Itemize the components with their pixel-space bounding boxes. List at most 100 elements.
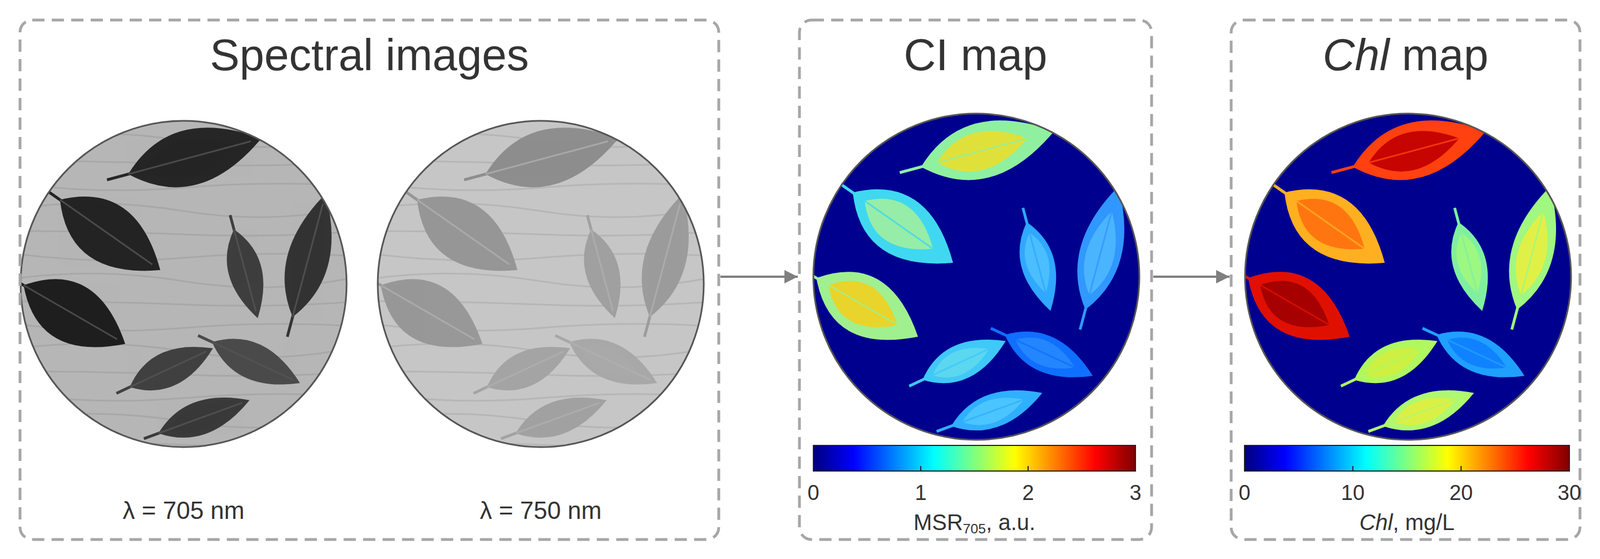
- leaf: [624, 188, 703, 342]
- leaf-stem: [144, 432, 161, 439]
- axis-label: Chl, mg/L: [1359, 509, 1455, 535]
- leaf-blade: [478, 111, 626, 201]
- dashed-border: [799, 20, 1152, 540]
- leaf: [901, 324, 1014, 402]
- map-outline: [20, 120, 347, 447]
- leaf-blade: [510, 384, 613, 449]
- leaf: [892, 104, 1061, 200]
- leaf-midrib: [417, 199, 510, 265]
- leaf-stem: [899, 166, 923, 173]
- spectral-map: [0, 111, 347, 454]
- tick-label: 20: [1449, 481, 1473, 505]
- leaf-midrib: [922, 343, 1000, 380]
- leaf-blade: [835, 168, 970, 287]
- leaf: [1491, 180, 1570, 335]
- leaf-midrib: [1383, 394, 1468, 426]
- leaf: [1006, 203, 1067, 315]
- leaf-stem: [1368, 425, 1386, 432]
- leaf-stem: [364, 275, 383, 286]
- leaf-midrib: [1026, 221, 1049, 304]
- leaf-stem: [1331, 166, 1355, 173]
- leaf-midrib: [485, 141, 609, 175]
- wavelength-label: λ = 705 nm: [122, 496, 245, 524]
- colorbar: [1244, 445, 1570, 471]
- leaf-midrib: [128, 141, 251, 175]
- leaf-midrib: [852, 192, 946, 258]
- leaf-blade: [801, 252, 933, 362]
- leaf: [1414, 311, 1533, 392]
- leaf-stem: [1422, 328, 1439, 336]
- leaf-midrib: [1354, 343, 1431, 380]
- leaf-blade: [366, 259, 498, 369]
- leaf-midrib: [591, 229, 614, 311]
- leaf-midrib: [569, 341, 650, 380]
- flow-arrow: [720, 275, 798, 278]
- leaf-stem: [800, 268, 819, 279]
- leaf: [214, 210, 274, 323]
- leaf-stem: [1023, 207, 1028, 224]
- leaf-blade: [400, 175, 535, 294]
- leaf-stem: [587, 214, 592, 231]
- leaf-interior: [60, 191, 152, 273]
- map-outline: [813, 113, 1140, 440]
- leaf: [349, 250, 498, 370]
- leaf-blade: [479, 332, 578, 403]
- tick-label: 30: [1557, 481, 1582, 505]
- leaf: [983, 311, 1101, 392]
- leaf-midrib: [234, 229, 256, 311]
- leaf-interior: [417, 191, 510, 273]
- colorbar-tick: [1568, 465, 1570, 471]
- colorbar-tick: [1027, 465, 1029, 471]
- tick-label: 10: [1341, 481, 1365, 505]
- leaf: [1217, 243, 1365, 363]
- leaf: [384, 164, 535, 294]
- leaf: [466, 332, 578, 409]
- leaf-midrib: [380, 284, 474, 339]
- leaf-stem: [7, 275, 26, 286]
- leaf: [495, 384, 612, 454]
- tick-label: 0: [1238, 481, 1251, 505]
- leaf: [1362, 377, 1480, 447]
- leaf-stem: [1511, 307, 1518, 330]
- leaf-blade: [1377, 377, 1480, 442]
- paper-texture: [377, 441, 704, 446]
- leaf: [1324, 104, 1493, 200]
- leaf-stem: [1231, 268, 1251, 279]
- panel-title: Chl map: [1229, 29, 1582, 81]
- leaf-blade: [1429, 318, 1533, 392]
- leaf-blade: [272, 188, 347, 323]
- leaf-stem: [644, 314, 651, 337]
- dashed-border: [20, 20, 719, 540]
- tick-label: 3: [1129, 481, 1142, 505]
- leaf-midrib: [1517, 196, 1548, 310]
- leaf-stem: [198, 335, 215, 343]
- leaf: [137, 384, 255, 454]
- leaf-blade: [121, 111, 269, 201]
- leaf-blade: [42, 175, 177, 294]
- panel-box: Chl map 0 10 20 30Chl, mg/L: [1229, 18, 1582, 541]
- spectral-map: [349, 111, 704, 454]
- spectral-map: [785, 104, 1140, 447]
- leaf-blade: [915, 324, 1014, 395]
- leaf: [547, 318, 665, 399]
- leaf-blade: [629, 188, 704, 323]
- leaf: [930, 377, 1048, 447]
- panel-title: Spectral images: [18, 29, 721, 81]
- dashed-border: [1231, 20, 1580, 540]
- leaf-midrib: [129, 351, 207, 387]
- leaf-blade: [122, 332, 221, 403]
- paper-texture: [20, 441, 347, 446]
- leaf-blade: [1233, 252, 1365, 362]
- leaf-stem: [1079, 307, 1086, 330]
- leaf-stem: [106, 173, 131, 180]
- leaf-interior: [853, 184, 945, 265]
- leaf-stem: [463, 173, 488, 180]
- leaf: [785, 243, 933, 363]
- leaf-midrib: [951, 394, 1036, 426]
- leaf-blade: [914, 104, 1062, 194]
- leaf-midrib: [515, 402, 600, 433]
- leaf-blade: [1065, 180, 1139, 315]
